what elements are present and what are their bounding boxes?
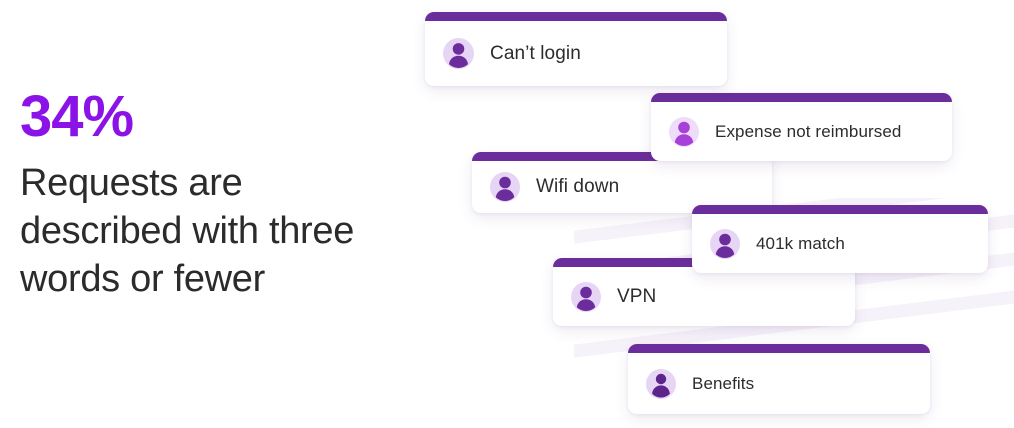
request-card-benefits[interactable]: Benefits [628,344,930,414]
card-label: Expense not reimbursed [715,121,902,141]
card-body: Can’t login [425,38,727,69]
request-card-401k-match[interactable]: 401k match [692,205,988,273]
request-card-wifi-down[interactable]: Wifi down [472,152,772,213]
person-avatar-icon [669,116,699,147]
card-body: 401k match [692,228,988,259]
stat-description: Requests are described with three words … [20,162,355,300]
card-label: Wifi down [536,176,620,197]
person-avatar-icon [646,368,676,399]
person-avatar-icon [710,228,740,259]
card-label: 401k match [756,233,845,253]
card-label: Benefits [692,373,755,393]
card-label: VPN [617,285,657,307]
person-avatar-icon [443,38,474,69]
card-body: Benefits [628,368,930,399]
card-accent-bar [425,12,727,21]
person-avatar-icon [490,172,520,202]
card-accent-bar [628,344,930,353]
card-accent-bar [692,205,988,214]
request-card-cant-login[interactable]: Can’t login [425,12,727,86]
request-card-expense-not-reimbursed[interactable]: Expense not reimbursed [651,93,952,161]
stat-value: 34% [20,84,134,149]
card-body: VPN [553,281,855,312]
card-accent-bar [651,93,952,102]
card-body: Wifi down [472,172,772,202]
card-body: Expense not reimbursed [651,116,952,147]
person-avatar-icon [571,281,601,312]
card-accent-bar [472,152,772,161]
card-label: Can’t login [490,42,581,64]
stat-copy-block: 34% Requests are described with three wo… [20,88,370,304]
